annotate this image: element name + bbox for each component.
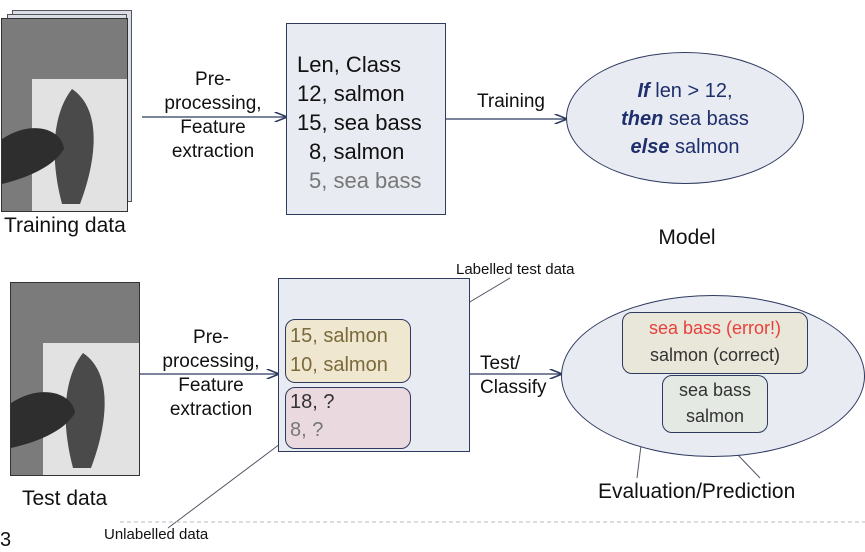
test-preprocess-line: Pre- bbox=[193, 327, 229, 348]
test-data-caption: Test data bbox=[22, 487, 108, 510]
unlabelled-data-callout: Unlabelled data bbox=[104, 526, 209, 543]
labelled-row: 10, salmon bbox=[290, 354, 388, 376]
model-ellipse: If len > 12, then sea bass else salmon bbox=[566, 52, 804, 184]
labelled-row: 15, salmon bbox=[290, 325, 388, 347]
keyword-if: If bbox=[637, 80, 650, 102]
model-rule-else: else salmon bbox=[567, 133, 803, 161]
test-classify-line: Classify bbox=[480, 377, 547, 398]
evaluation-prediction-caption: Evaluation/Prediction bbox=[598, 480, 796, 503]
test-classify-line: Test/ bbox=[480, 353, 521, 374]
table-row: 8, salmon bbox=[309, 139, 405, 164]
test-fish-image bbox=[10, 282, 140, 476]
evaluation-box: sea bass (error!) salmon (correct) bbox=[622, 312, 808, 374]
rule-condition: len > 12, bbox=[649, 80, 733, 102]
model-rule-then: then sea bass bbox=[567, 105, 803, 133]
salmon-on-board-image bbox=[11, 283, 139, 475]
training-preprocess-line: processing, bbox=[164, 93, 262, 114]
test-classify-label: Test/ Classify bbox=[480, 352, 560, 400]
prediction-row: salmon bbox=[685, 406, 745, 426]
evaluation-error: sea bass (error!) bbox=[648, 318, 782, 338]
test-data-container: 15, salmon 10, salmon 18, ? 8, ? bbox=[278, 278, 470, 452]
unlabelled-test-box: 18, ? 8, ? bbox=[285, 387, 411, 449]
training-preprocess-line: Pre- bbox=[195, 69, 231, 90]
training-fish-image bbox=[1, 18, 128, 212]
table-header: Len, Class bbox=[297, 52, 401, 77]
model-rule-if: If len > 12, bbox=[567, 77, 803, 105]
keyword-else: else bbox=[630, 136, 670, 158]
unlabelled-row: 8, ? bbox=[290, 419, 324, 441]
model-caption: Model bbox=[658, 226, 716, 249]
evaluation-correct: salmon (correct) bbox=[649, 345, 781, 365]
unlabelled-row: 18, ? bbox=[290, 391, 335, 413]
training-preprocess-line: extraction bbox=[171, 141, 255, 162]
page-number: 3 bbox=[0, 529, 12, 551]
labelled-test-box: 15, salmon 10, salmon bbox=[285, 319, 411, 383]
test-preprocess-label: Pre- processing, Feature extraction bbox=[152, 326, 270, 422]
rule-else-value: salmon bbox=[669, 136, 740, 158]
prediction-box: sea bass salmon bbox=[662, 375, 768, 433]
training-arrow-label: Training bbox=[477, 91, 545, 112]
model-rule: If len > 12, then sea bass else salmon bbox=[567, 77, 803, 161]
labelled-test-data-callout: Labelled test data bbox=[456, 261, 575, 278]
test-preprocess-line: extraction bbox=[169, 399, 253, 420]
callout-unlabelled-line bbox=[167, 438, 288, 529]
table-row: 12, salmon bbox=[297, 81, 405, 106]
salmon-on-board-image bbox=[2, 19, 127, 211]
table-row: 5, sea bass bbox=[309, 168, 422, 193]
prediction-row: sea bass bbox=[678, 380, 752, 400]
training-preprocess-line: Feature bbox=[180, 117, 246, 138]
training-data-caption: Training data bbox=[4, 214, 126, 237]
keyword-then: then bbox=[621, 108, 664, 130]
training-feature-table: Len, Class 12, salmon 15, sea bass 8, sa… bbox=[286, 23, 446, 215]
table-row: 15, sea bass bbox=[297, 110, 422, 135]
training-preprocess-label: Pre- processing, Feature extraction bbox=[154, 68, 272, 164]
test-preprocess-line: Feature bbox=[178, 375, 244, 396]
rule-then-value: sea bass bbox=[663, 108, 749, 130]
test-preprocess-line: processing, bbox=[162, 351, 260, 372]
